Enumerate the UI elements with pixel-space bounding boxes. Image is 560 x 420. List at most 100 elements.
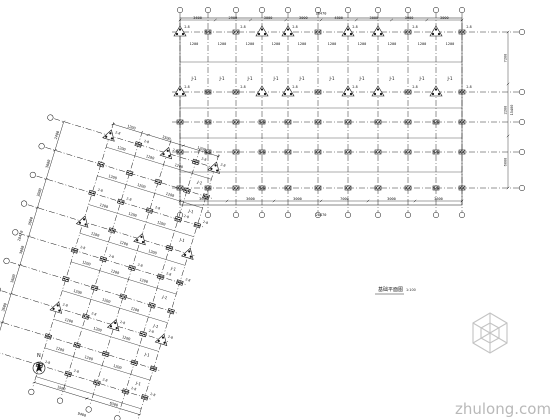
dimension-tick bbox=[413, 199, 417, 203]
pile-cap-outline bbox=[232, 89, 240, 95]
pile-cap: 2-8 bbox=[139, 329, 154, 338]
cap-dimension: 1200 bbox=[174, 163, 183, 169]
pile-cap bbox=[314, 119, 322, 125]
pile-icon bbox=[318, 121, 321, 123]
pile-icon bbox=[105, 135, 108, 138]
pile-cap: 2-8 bbox=[49, 301, 68, 314]
pile-icon bbox=[318, 151, 321, 153]
dimension-tick bbox=[35, 206, 40, 209]
pile-cap: 2-8 bbox=[134, 139, 150, 148]
pile-cap bbox=[458, 149, 466, 155]
grid-axis-bubble bbox=[21, 200, 28, 207]
dimension-label: 1200 bbox=[127, 124, 136, 130]
cap-label: J-1 bbox=[272, 76, 278, 81]
pile-icon bbox=[121, 201, 124, 204]
dimension-tick bbox=[0, 321, 4, 324]
pile-icon bbox=[74, 344, 77, 346]
pile-icon bbox=[178, 218, 181, 221]
dimension-tick bbox=[9, 292, 13, 295]
dimension-tick bbox=[213, 18, 217, 22]
pile-icon bbox=[98, 163, 101, 165]
left-wing-footings: 2-82-82-82-82-82-82-82-82-82-82-82-82-82… bbox=[35, 129, 226, 401]
pile-icon bbox=[193, 160, 196, 163]
cap-dimension: 1200 bbox=[165, 192, 174, 198]
pile-icon bbox=[436, 151, 439, 153]
pile-cap bbox=[344, 149, 352, 155]
pile-cap-outline bbox=[374, 149, 382, 155]
right-wing-border bbox=[179, 17, 463, 206]
pile-cap: 2-8 bbox=[70, 245, 86, 254]
pile-cap: 2-8 bbox=[191, 157, 207, 166]
pile-icon bbox=[373, 32, 377, 36]
cap-dimension: 1200 bbox=[108, 174, 117, 180]
pile-icon bbox=[262, 151, 265, 153]
pile-icon bbox=[189, 255, 192, 258]
dimension-label: 3600 bbox=[1, 303, 7, 312]
pile-icon bbox=[408, 31, 411, 33]
pile-cap-outline bbox=[404, 89, 412, 95]
pile-cap bbox=[404, 149, 412, 155]
pile-cap bbox=[167, 308, 175, 315]
dimension-tick bbox=[44, 177, 48, 181]
pile-icon bbox=[343, 32, 347, 36]
pile-cap bbox=[61, 275, 70, 283]
pile-icon bbox=[140, 235, 143, 238]
pile-icon bbox=[462, 31, 465, 33]
pile-icon bbox=[162, 153, 165, 156]
pile-icon bbox=[158, 181, 161, 184]
pile-icon bbox=[82, 218, 86, 221]
pile-icon bbox=[405, 187, 408, 189]
pile-icon bbox=[257, 32, 261, 36]
pile-icon bbox=[318, 31, 321, 33]
grade-beam-line bbox=[79, 233, 186, 266]
pile-icon bbox=[462, 121, 465, 123]
pile-icon bbox=[433, 151, 436, 153]
grid-axis-bubble bbox=[204, 6, 212, 14]
pile-cap-outline bbox=[404, 119, 412, 125]
pile-cap bbox=[130, 359, 139, 366]
pile-icon bbox=[163, 341, 166, 344]
pile-icon bbox=[348, 187, 351, 189]
pile-cap-outline bbox=[204, 149, 212, 155]
pile-icon bbox=[136, 143, 138, 145]
pile-cap: 2-8 bbox=[232, 25, 246, 35]
pile-icon bbox=[459, 151, 462, 153]
pile-icon bbox=[375, 151, 378, 153]
dimension-total: 9400 bbox=[77, 412, 86, 418]
pile-cap: 2-8 bbox=[281, 85, 298, 97]
pile-icon bbox=[315, 187, 318, 189]
scale-text: 1:100 bbox=[406, 288, 416, 292]
dimension-total: 28470 bbox=[316, 213, 327, 217]
pile-cap-outline bbox=[108, 227, 116, 234]
grid-axis-bubble bbox=[232, 6, 240, 14]
pile-icon bbox=[462, 91, 465, 93]
pile-tag: 2-8 bbox=[150, 392, 156, 397]
pile-cap bbox=[429, 85, 443, 97]
dimension-tick bbox=[32, 381, 36, 384]
grid-axis-bubble bbox=[28, 388, 35, 395]
pile-tag: 2-8 bbox=[466, 85, 471, 89]
left-wing-dimensions: 2400360030003600300036003600300028470120… bbox=[0, 120, 220, 418]
pile-icon bbox=[177, 281, 180, 283]
pile-icon bbox=[178, 28, 182, 31]
right-wing-footings: 2-82-82-82-82-82-82-82-82-82-82-82-81200… bbox=[173, 25, 472, 191]
pile-icon bbox=[63, 277, 66, 280]
pile-cap-outline bbox=[97, 161, 105, 168]
pile-tag: 2-8 bbox=[185, 277, 191, 282]
dimension-label: 3000 bbox=[264, 16, 273, 20]
pile-icon bbox=[175, 32, 179, 36]
pile-icon bbox=[129, 266, 132, 269]
pile-cap bbox=[371, 85, 385, 97]
pile-cap: 2-8 bbox=[341, 25, 358, 37]
dimension-label: 7200 bbox=[504, 54, 508, 63]
pile-cap bbox=[176, 149, 184, 155]
pile-icon bbox=[195, 223, 197, 226]
pile-cap-outline bbox=[75, 215, 89, 228]
pile-icon bbox=[138, 144, 141, 146]
grid-axis-bubble bbox=[314, 6, 322, 14]
grid-axis-bubble bbox=[284, 211, 292, 219]
pile-icon bbox=[109, 229, 112, 231]
pile-icon bbox=[379, 92, 383, 96]
pile-cap: 2-8 bbox=[174, 214, 189, 223]
cap-label: J-1 bbox=[161, 294, 169, 301]
